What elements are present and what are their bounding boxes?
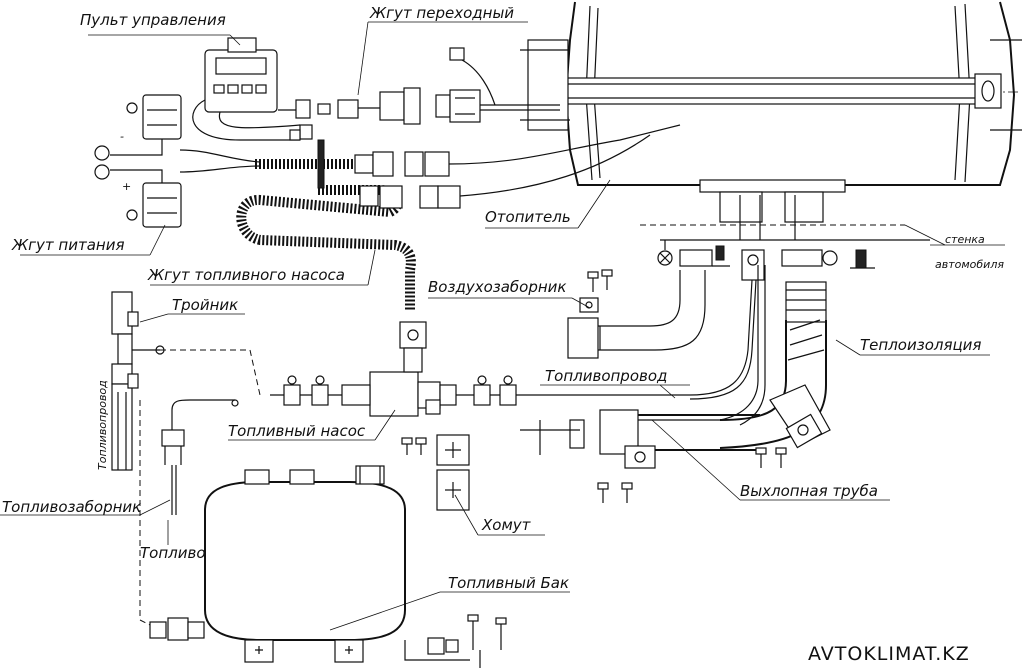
air-intake-label: Воздухозаборник xyxy=(428,278,566,296)
tank-mount-bracket xyxy=(404,614,507,668)
heater-label-group: Отопитель xyxy=(485,179,611,229)
control-panel-label: Пульт управления xyxy=(80,11,226,29)
fuel-intake-label: Топливозаборник xyxy=(2,498,141,516)
car-wall-label-1: стенка xyxy=(945,233,985,246)
insulation-label: Теплоизоляция xyxy=(860,336,981,354)
clamp: Хомут xyxy=(401,434,545,536)
heater-unit xyxy=(520,1,1022,240)
adapter-harness-label: Жгут переходный xyxy=(369,4,514,22)
brand-watermark: AVTOKLIMAT.KZ xyxy=(808,643,970,665)
clamp-label: Хомут xyxy=(481,516,532,534)
fuel-tank: Топливный Бак xyxy=(149,465,570,668)
tee-label: Тройник xyxy=(172,296,238,314)
air-intake-screws xyxy=(587,269,613,292)
fuel-line-right-label: Топливопровод xyxy=(545,367,667,385)
exhaust-and-insulation: Теплоизоляция Выхлопная труба xyxy=(520,265,990,503)
control-panel: Пульт управления xyxy=(80,11,301,141)
fuel-label: Топливо xyxy=(140,544,206,562)
car-wall-label-2: автомобиля xyxy=(935,258,1004,271)
fuel-line-system: Топливный насос Топливопровод xyxy=(228,279,757,441)
plus-sign: + xyxy=(122,180,131,193)
power-harness: - + Жгут питания xyxy=(11,94,261,256)
adapter-harness: Жгут переходный xyxy=(278,4,560,141)
fuel-line-vertical-label: Топливопровод xyxy=(96,380,109,470)
air-intake: Воздухозаборник xyxy=(428,269,706,359)
wall-mount-bolts xyxy=(657,239,930,281)
tee-assembly: Тройник Топливопровод xyxy=(96,291,261,471)
heater-label: Отопитель xyxy=(485,208,571,226)
fuel-pump-harness: Жгут топливного насоса xyxy=(147,124,681,310)
exhaust-screws xyxy=(597,447,787,503)
fuel-tank-label: Топливный Бак xyxy=(448,574,569,592)
car-wall-line: стенка автомобиля xyxy=(640,224,1005,271)
fuel-pump-label: Топливный насос xyxy=(228,422,366,440)
exhaust-pipe-label: Выхлопная труба xyxy=(740,482,878,500)
fuel-pump-harness-label: Жгут топливного насоса xyxy=(147,266,345,284)
fuel-line-fittings xyxy=(283,375,517,406)
minus-sign: - xyxy=(120,130,124,143)
power-harness-label: Жгут питания xyxy=(11,236,125,254)
